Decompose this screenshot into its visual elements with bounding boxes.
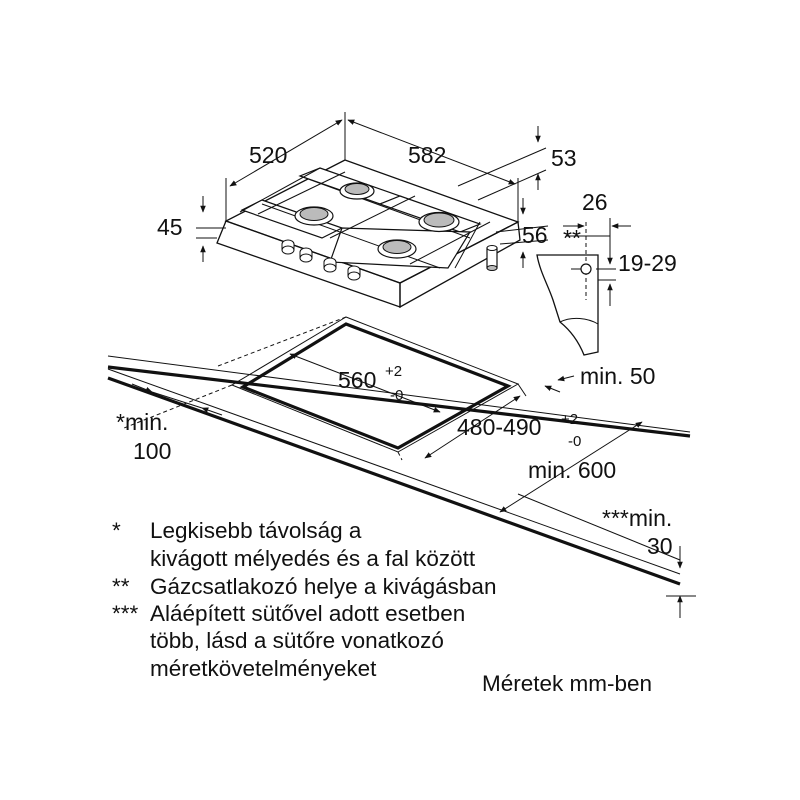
dim-cutout-depth: 480-490: [457, 414, 541, 440]
note-3-line3: méretkövetelményeket: [150, 656, 377, 681]
dim-cutout-depth-tol-plus: +2: [561, 411, 578, 428]
gas-connector: [486, 245, 498, 271]
hob-drawing: [216, 159, 521, 309]
dim-wall-min-line2: 100: [133, 438, 171, 464]
units-note: Méretek mm-ben: [482, 671, 652, 696]
dim-oven-min-line2: 30: [647, 533, 673, 559]
dim-front-min: min. 50: [580, 363, 655, 389]
section-detail: [536, 218, 631, 356]
dim-wall-min-line1: *min.: [116, 409, 168, 435]
control-knobs: [281, 239, 361, 281]
gas-connection-marker: **: [563, 225, 581, 251]
dim-worktop-min: min. 600: [528, 457, 616, 483]
note-3-marker: ***: [112, 601, 139, 626]
dim-cutout-width-tol-plus: +2: [385, 363, 402, 380]
dim-oven-min-line1: ***min.: [602, 505, 672, 531]
dim-gas-height: 19-29: [618, 250, 677, 276]
note-1-line2: kivágott mélyedés és a fal között: [150, 546, 476, 571]
dim-rear-height: 53: [551, 145, 577, 171]
dim-gas-offset: 56: [522, 222, 548, 248]
burners: [294, 182, 460, 259]
note-2-marker: **: [112, 574, 130, 599]
note-1-line1: Legkisebb távolság a: [150, 518, 362, 543]
note-3-line2: több, lásd a sütőre vonatkozó: [150, 628, 444, 653]
dim-cutout-depth-tol-minus: -0: [568, 433, 581, 450]
worktop-drawing: [107, 316, 691, 586]
dim-hob-depth: 520: [249, 142, 287, 168]
footnotes: * Legkisebb távolság a kivágott mélyedés…: [112, 518, 652, 696]
note-3-line1: Aláépített sütővel adott esetben: [150, 601, 465, 626]
dim-hob-width: 582: [408, 142, 446, 168]
dim-wall-offset: 26: [582, 189, 608, 215]
dim-cutout-width: 560: [338, 367, 376, 393]
dim-cutout-width-tol-minus: -0: [390, 387, 403, 404]
note-2-line1: Gázcsatlakozó helye a kivágásban: [150, 574, 496, 599]
worktop-dimension-lines: [131, 353, 696, 618]
note-1-marker: *: [112, 518, 121, 543]
hob-dimension-lines: [196, 112, 549, 268]
dim-hob-height: 45: [157, 214, 183, 240]
